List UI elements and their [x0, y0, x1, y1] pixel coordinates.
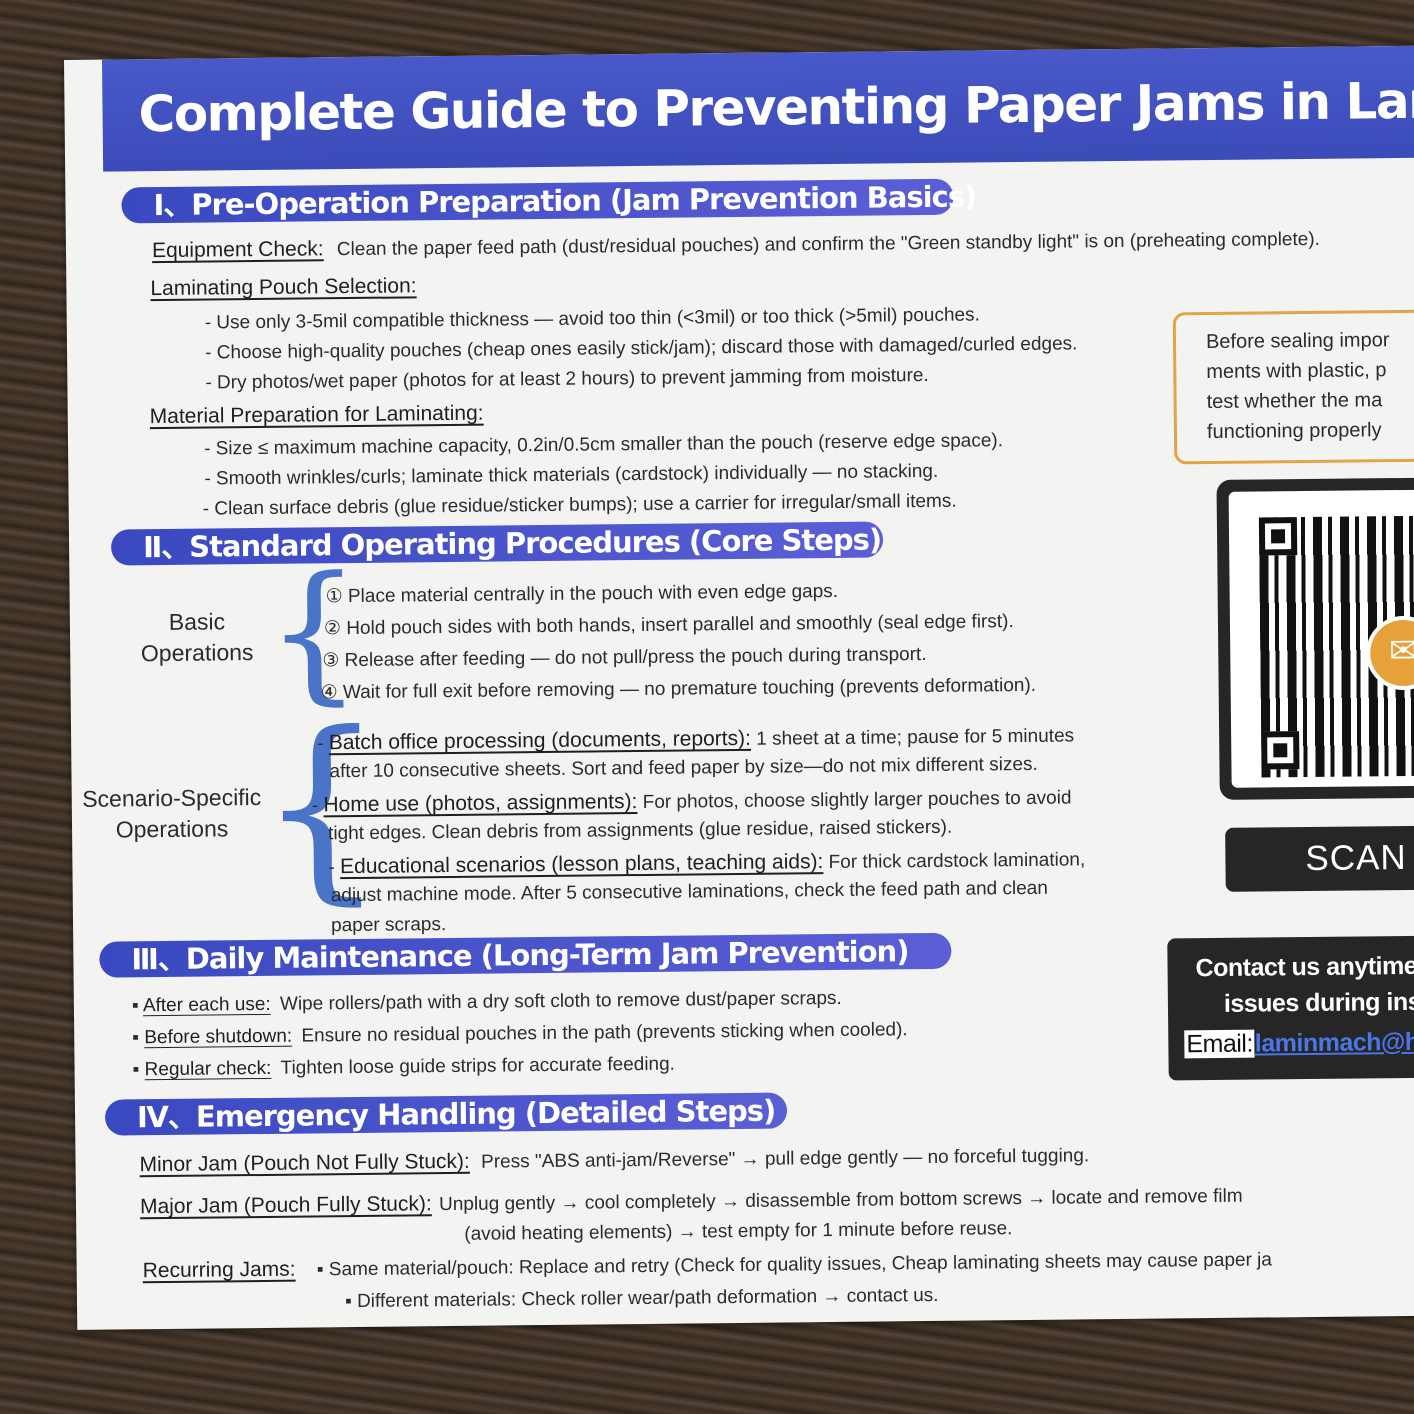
batch-label: Batch office processing (documents, repo… — [328, 726, 752, 755]
minor-jam-row: Minor Jam (Pouch Not Fully Stuck): Press… — [139, 1143, 1089, 1177]
maint-after-row: ▪ After each use: Wipe rollers/path with… — [132, 988, 842, 1017]
batch-text-1: 1 sheet at a time; pause for 5 minutes — [750, 725, 1075, 750]
email-label: Email: — [1184, 1029, 1255, 1059]
recurring-label: Recurring Jams: — [142, 1257, 296, 1283]
basic-label-line1: Basic — [168, 608, 226, 635]
side-note-line-1: Before sealing impor — [1205, 329, 1390, 354]
side-note-line-2: ments with plastic, p — [1206, 359, 1387, 384]
scenario-operations-label: Scenario-Specific Operations — [64, 782, 282, 846]
basic-step-2: ② Hold pouch sides with both hands, inse… — [323, 611, 1014, 640]
maint-after-label: After each use: — [142, 993, 271, 1017]
section-4-header: Ⅳ、Emergency Handling (Detailed Steps) — [104, 1092, 788, 1136]
basic-step-3: ③ Release after feeding — do not pull/pr… — [322, 644, 927, 672]
bullet: ▪ — [132, 1027, 140, 1049]
side-note-box: Before sealing impor ments with plastic,… — [1172, 309, 1414, 465]
scan-label: SCAN I — [1225, 824, 1414, 892]
page-title: Complete Guide to Preventing Paper Jams … — [138, 70, 1414, 144]
scenario-label-line2: Operations — [115, 815, 229, 843]
material-prep-label: Material Preparation for Laminating: — [149, 401, 484, 429]
email-row: Email:laminmach@h — [1184, 1028, 1414, 1059]
home-text-2: tight edges. Clean debris from assignmen… — [328, 816, 953, 845]
minor-jam-text: Press "ABS anti-jam/Reverse" → pull edge… — [481, 1145, 1090, 1173]
major-jam-row: Major Jam (Pouch Fully Stuck): Unplug ge… — [140, 1184, 1243, 1220]
maint-regular-label: Regular check: — [144, 1057, 272, 1081]
edu-text-1: For thick cardstock lamination, — [823, 849, 1086, 874]
pouch-item-2: - Choose high-quality pouches (cheap one… — [204, 333, 1078, 364]
major-jam-label: Major Jam (Pouch Fully Stuck): — [139, 1192, 432, 1219]
minor-jam-label: Minor Jam (Pouch Not Fully Stuck): — [139, 1149, 470, 1177]
guide-sheet: Complete Guide to Preventing Paper Jams … — [64, 45, 1414, 1330]
contact-line-1: Contact us anytime i — [1195, 951, 1414, 983]
maint-shutdown-row: ▪ Before shutdown: Ensure no residual po… — [132, 1019, 908, 1049]
material-item-1: - Size ≤ maximum machine capacity, 0.2in… — [203, 430, 1004, 460]
basic-operations-label: Basic Operations — [122, 606, 273, 670]
pouch-item-3: - Dry photos/wet paper (photos for at le… — [205, 364, 929, 394]
material-item-2: - Smooth wrinkles/curls; laminate thick … — [204, 460, 939, 490]
section-3-header: Ⅲ、Daily Maintenance (Long-Term Jam Preve… — [99, 932, 952, 978]
contact-line-2: issues during insta — [1223, 987, 1414, 1018]
maint-regular-row: ▪ Regular check: Tighten loose guide str… — [132, 1054, 675, 1082]
batch-text-2: after 10 consecutive sheets. Sort and fe… — [329, 753, 1038, 783]
material-item-3: - Clean surface debris (glue residue/sti… — [202, 490, 957, 520]
pouch-item-1: - Use only 3-5mil compatible thickness —… — [204, 304, 980, 334]
home-text-1: For photos, choose slightly larger pouch… — [637, 787, 1072, 814]
recurring-item-2: ▪ Different materials: Check roller wear… — [344, 1284, 939, 1313]
recurring-item-1: ▪ Same material/pouch: Replace and retry… — [316, 1249, 1273, 1281]
section-2-header: Ⅱ、Standard Operating Procedures (Core St… — [110, 521, 884, 566]
home-row: - Home use (photos, assignments): For ph… — [311, 787, 1072, 817]
major-jam-text-1: Unplug gently → cool completely → disass… — [438, 1185, 1243, 1216]
equipment-check-row: Equipment Check: Clean the paper feed pa… — [152, 227, 1320, 263]
basic-label-line2: Operations — [140, 639, 254, 667]
bullet: ▪ — [132, 1059, 140, 1081]
maint-after-text: Wipe rollers/path with a dry soft cloth … — [279, 987, 842, 1015]
maint-regular-text: Tighten loose guide strips for accurate … — [280, 1053, 676, 1079]
major-jam-text-2: (avoid heating elements) → test empty fo… — [464, 1218, 1013, 1245]
edu-row: - Educational scenarios (lesson plans, t… — [328, 849, 1086, 879]
contact-box: Contact us anytime i issues during insta… — [1167, 935, 1414, 1081]
pouch-selection-label: Laminating Pouch Selection: — [150, 274, 417, 301]
equipment-check-text: Clean the paper feed path (dust/residual… — [336, 228, 1321, 261]
side-note-line-4: functioning properly — [1206, 419, 1382, 444]
equipment-check-label: Equipment Check: — [151, 237, 324, 263]
maint-shutdown-text: Ensure no residual pouches in the path (… — [301, 1019, 908, 1047]
qr-finder-icon — [1258, 517, 1298, 556]
edu-label: Educational scenarios (lesson plans, tea… — [339, 850, 824, 879]
basic-step-1: ① Place material centrally in the pouch … — [325, 580, 839, 608]
basic-step-4: ④ Wait for full exit before removing — n… — [320, 674, 1037, 704]
recurring-row: Recurring Jams: ▪ Same material/pouch: R… — [143, 1247, 1272, 1283]
edu-text-3: paper scraps. — [330, 914, 447, 937]
batch-row: - Batch office processing (documents, re… — [317, 725, 1075, 755]
email-link[interactable]: laminmach@h — [1254, 1027, 1414, 1058]
qr-code-frame[interactable]: ✉ — [1216, 476, 1414, 800]
scenario-label-line1: Scenario-Specific — [82, 783, 262, 812]
home-label: Home use (photos, assignments): — [323, 790, 638, 817]
section-1-header: Ⅰ、Pre-Operation Preparation (Jam Prevent… — [121, 178, 976, 224]
edu-text-2: adjust machine mode. After 5 consecutive… — [330, 877, 1049, 907]
qr-code[interactable]: ✉ — [1228, 488, 1414, 788]
bullet: ▪ — [131, 995, 139, 1017]
title-banner: Complete Guide to Preventing Paper Jams … — [101, 45, 1414, 172]
qr-finder-icon — [1261, 731, 1300, 770]
side-note-line-3: test whether the ma — [1206, 389, 1383, 414]
maint-shutdown-label: Before shutdown: — [144, 1025, 293, 1049]
